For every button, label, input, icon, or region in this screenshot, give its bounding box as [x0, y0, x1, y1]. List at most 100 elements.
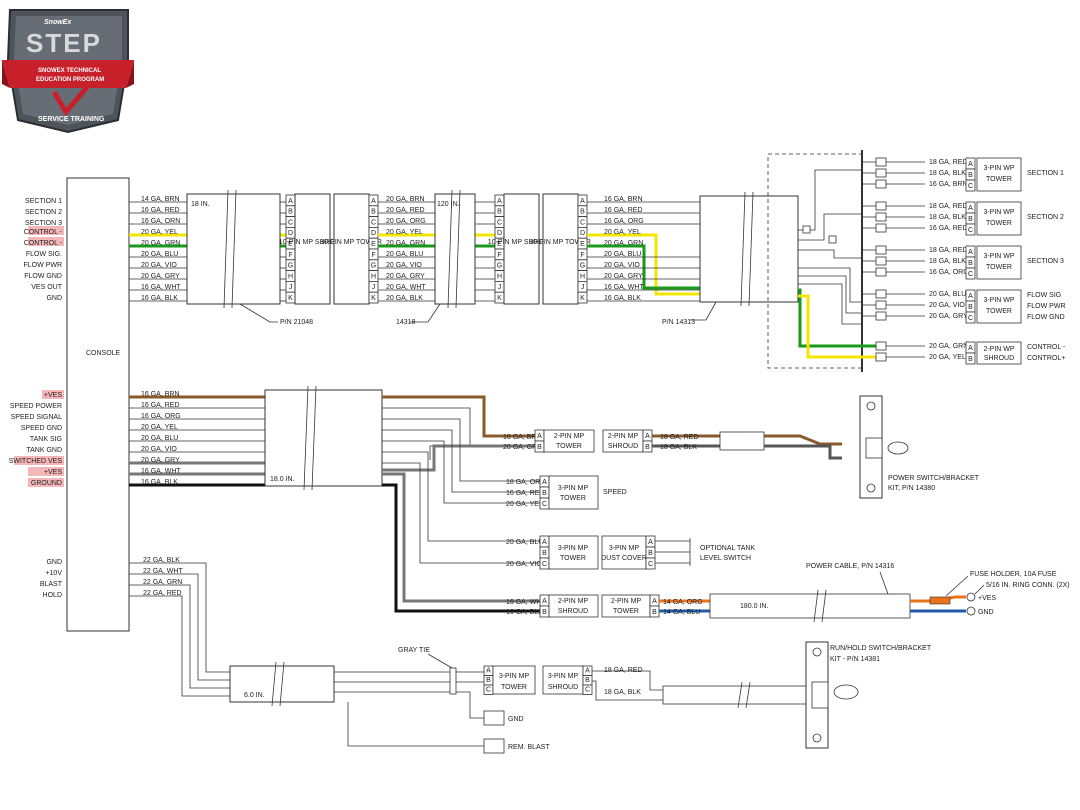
cable-sleeve — [662, 685, 812, 705]
console-pin: VES OUT — [31, 284, 62, 291]
wire — [382, 451, 540, 542]
wire — [798, 294, 862, 359]
wire — [798, 267, 862, 303]
wire-label: 16 GA, ORG — [604, 218, 644, 225]
wire-label: 22 GA, RED — [143, 590, 182, 597]
terminal-label: GND — [978, 609, 994, 616]
wire-label: 18 GA, BLK — [660, 444, 697, 451]
fuse-icon — [929, 596, 951, 605]
wire-label: 20 GA, VIO — [604, 262, 640, 269]
bracket-hole — [812, 733, 822, 743]
console-pin: GND — [46, 295, 62, 302]
section-connector — [976, 201, 1022, 236]
svg-text:10-PIN MP TOWER: 10-PIN MP TOWER — [529, 239, 591, 246]
pin-letter: A — [968, 161, 973, 168]
logo-brand: SnowEx — [44, 19, 72, 26]
connector-label: 3-PIN MP — [548, 673, 579, 680]
diode-icon — [802, 225, 811, 234]
pin-letter: C — [542, 561, 547, 568]
wire-boot — [875, 212, 887, 222]
pin-letter: J — [289, 284, 293, 291]
connector-label: 2-PIN MP — [611, 598, 642, 605]
pin-letter: D — [580, 230, 585, 237]
console-pin: SECTION 1 — [25, 198, 62, 205]
wire-label: 20 GA, YEL — [929, 354, 966, 361]
connector-label: 3-PIN MP — [499, 673, 530, 680]
pin-letter: C — [497, 219, 502, 226]
wire-label: 14 GA, BLU — [663, 609, 700, 616]
section-connector — [976, 245, 1022, 280]
console-pins-top: SECTION 1 SECTION 2 SECTION 3 CONTROL - … — [24, 198, 64, 302]
wire-label: 16 GA, WHT — [141, 468, 181, 475]
pin-letter: C — [968, 271, 973, 278]
connector-label: DUST COVER — [601, 555, 647, 562]
pin-letter: B — [968, 172, 973, 179]
console-pin: FLOW PWR — [24, 262, 63, 269]
pin-cell — [965, 179, 976, 192]
wire-label: 20 GA, ORG — [386, 218, 426, 225]
ring-terminal-icon — [966, 606, 976, 616]
pin-letter: J — [581, 284, 585, 291]
wire-label: 20 GA, GRY — [141, 273, 180, 280]
pin-letter: A — [968, 249, 973, 256]
connector-box — [548, 594, 599, 618]
svg-text:10-PIN MP TOWER: 10-PIN MP TOWER — [320, 239, 382, 246]
console-pins-mid: +VES SPEED POWER SPEED SIGNAL SPEED GND … — [9, 390, 64, 487]
wire — [798, 283, 862, 325]
leader-line — [427, 653, 453, 669]
pin-letter: J — [372, 284, 376, 291]
pin-letter: A — [542, 479, 547, 486]
wire-label: 20 GA, GRY — [386, 273, 425, 280]
wire-label: 20 GA, BLK — [386, 295, 423, 302]
logo-banner: SERVICE TRAINING — [38, 116, 105, 123]
console-pin: FLOW SIG. — [26, 251, 62, 258]
pin-letter: B — [968, 356, 973, 363]
wire-boot — [875, 289, 887, 299]
wire-label: 18 GA, BLK — [929, 214, 966, 221]
pin-letter: D — [288, 230, 293, 237]
pin-letter: B — [580, 209, 585, 216]
break-mark — [813, 589, 827, 623]
pin-letter: F — [580, 252, 584, 259]
connector-label: SHROUD — [558, 608, 588, 615]
wire — [587, 244, 700, 290]
connector-label: 2-PIN WP — [983, 346, 1014, 353]
kit-label: KIT, P/N 14380 — [888, 485, 935, 492]
pin-letter: C — [648, 561, 653, 568]
wire-label: 16 GA, RED — [141, 402, 180, 409]
wire-label: 16 GA, ORN — [141, 218, 180, 225]
wire — [334, 691, 484, 719]
svg-text:10-PIN MP SHROUD: 10-PIN MP SHROUD — [279, 239, 345, 246]
pin-letter: A — [648, 539, 653, 546]
pin-letter: D — [497, 230, 502, 237]
wire — [129, 584, 230, 689]
console-pin: SPEED GND — [21, 425, 62, 432]
bracket-hole — [866, 483, 876, 493]
pin-letter: E — [497, 241, 502, 248]
console-pin: SECTION 2 — [25, 209, 62, 216]
wire — [798, 169, 862, 231]
logo-title: STEP — [26, 28, 102, 58]
console-pin: BLAST — [40, 581, 63, 588]
wire-label: 20 GA, GRY — [604, 273, 643, 280]
pin-letter: F — [497, 252, 501, 259]
connector-label: TOWER — [560, 555, 586, 562]
wire-label: 20 GA, BLU — [604, 251, 641, 258]
section-label: SECTION 3 — [1027, 258, 1064, 265]
pin-letter: H — [288, 273, 293, 280]
pin-letter: C — [968, 315, 973, 322]
wire — [592, 670, 663, 691]
switch-body — [811, 681, 829, 709]
gray-tie-icon — [449, 667, 457, 695]
connector-box — [492, 665, 536, 695]
connector-label: 2-PIN MP — [608, 433, 639, 440]
pin-letter: K — [497, 295, 502, 302]
rem-blast-label: REM. BLAST — [508, 744, 550, 751]
pin-letter: A — [497, 198, 502, 205]
enclosure-routing — [798, 169, 862, 359]
kit-label: POWER SWITCH/BRACKET — [888, 475, 980, 482]
mid-harness-length: 18.0 IN. — [270, 476, 295, 483]
pin-letter: B — [537, 444, 542, 451]
mid-harness-length: 120 IN. — [437, 201, 460, 208]
